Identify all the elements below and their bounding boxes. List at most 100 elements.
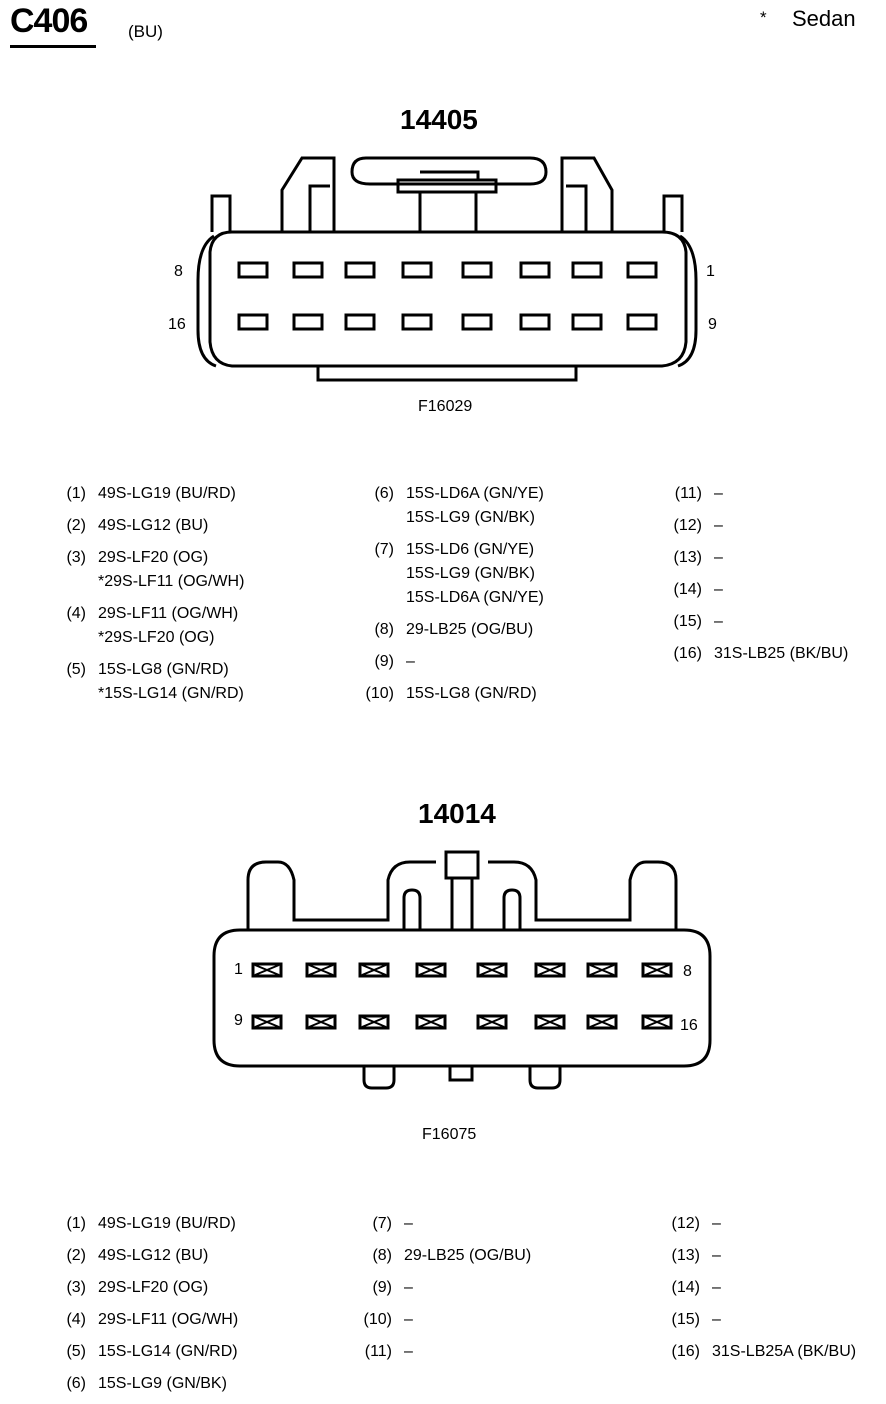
pin-number: (3) bbox=[66, 549, 86, 566]
pin-terminal bbox=[305, 962, 337, 978]
wire-circuit: 15S-LG14 (GN/RD) bbox=[98, 1343, 238, 1360]
pin-terminal bbox=[641, 1014, 673, 1030]
connector-a-left-shroud bbox=[196, 234, 217, 368]
connector-b-figure-id: F16075 bbox=[422, 1126, 477, 1143]
pin-cavity bbox=[344, 261, 376, 279]
pin-number: (10) bbox=[365, 685, 394, 702]
pin-terminal bbox=[251, 962, 283, 978]
pin-number: (4) bbox=[66, 605, 86, 622]
pin-cavity bbox=[461, 261, 493, 279]
wire-circuit: – bbox=[714, 485, 723, 502]
pin-cavity bbox=[626, 313, 658, 331]
pin-cavity bbox=[571, 261, 603, 279]
wire-circuit: – bbox=[714, 613, 723, 630]
wire-circuit: – bbox=[714, 549, 723, 566]
pin-cavity bbox=[237, 313, 269, 331]
wire-circuit: – bbox=[714, 581, 723, 598]
pin-cavity bbox=[344, 313, 376, 331]
pin-cavity bbox=[519, 261, 551, 279]
connector-b-pin-label-top-left: 1 bbox=[234, 961, 243, 978]
pin-number: (8) bbox=[374, 621, 394, 638]
pin-terminal bbox=[358, 1014, 390, 1030]
wire-circuit: *15S-LG14 (GN/RD) bbox=[98, 685, 244, 702]
pin-number: (5) bbox=[66, 661, 86, 678]
wire-circuit: 29S-LF11 (OG/WH) bbox=[98, 605, 239, 622]
pin-number: (12) bbox=[671, 1215, 700, 1232]
pin-terminal bbox=[476, 962, 508, 978]
wire-circuit: – bbox=[404, 1343, 413, 1360]
wire-circuit: 49S-LG19 (BU/RD) bbox=[98, 1215, 236, 1232]
wire-circuit: 31S-LB25A (BK/BU) bbox=[712, 1343, 857, 1360]
connector-b-center-foot bbox=[448, 1066, 474, 1082]
connector-a-bottom-rib bbox=[316, 366, 578, 382]
pin-number: (7) bbox=[372, 1215, 392, 1232]
connector-b-left-foot bbox=[362, 1066, 396, 1090]
pin-terminal bbox=[586, 962, 618, 978]
pin-number: (9) bbox=[374, 653, 394, 670]
connector-id-underline bbox=[10, 45, 96, 48]
pin-number: (2) bbox=[66, 1247, 86, 1264]
connector-a-right-shroud bbox=[677, 234, 698, 368]
wire-circuit: 15S-LG9 (GN/BK) bbox=[406, 509, 535, 526]
connector-b-drawing bbox=[212, 850, 712, 1090]
connector-b-part-number: 14014 bbox=[418, 798, 496, 829]
wire-circuit: – bbox=[406, 653, 415, 670]
connector-b-left-latch bbox=[246, 860, 436, 930]
pin-number: (15) bbox=[671, 1311, 700, 1328]
connector-a-pin-label-bottom-left: 16 bbox=[168, 316, 186, 333]
connector-a-figure-id: F16029 bbox=[418, 398, 473, 415]
pin-number: (6) bbox=[66, 1375, 86, 1392]
pin-number: (9) bbox=[372, 1279, 392, 1296]
wire-circuit: *29S-LF20 (OG) bbox=[98, 629, 215, 646]
wire-circuit: 15S-LD6A (GN/YE) bbox=[406, 589, 544, 606]
wire-circuit: 15S-LG8 (GN/RD) bbox=[406, 685, 537, 702]
wire-circuit: 15S-LG8 (GN/RD) bbox=[98, 661, 229, 678]
pin-cavity bbox=[519, 313, 551, 331]
pin-number: (7) bbox=[374, 541, 394, 558]
footnote-text: Sedan bbox=[792, 6, 856, 31]
pin-number: (1) bbox=[66, 485, 86, 502]
pin-number: (15) bbox=[673, 613, 702, 630]
wire-circuit: – bbox=[404, 1311, 413, 1328]
pin-cavity bbox=[401, 313, 433, 331]
wire-circuit: *29S-LF11 (OG/WH) bbox=[98, 573, 245, 590]
connector-a-right-ear bbox=[662, 194, 684, 232]
pin-number: (12) bbox=[673, 517, 702, 534]
connector-a-left-ear bbox=[210, 194, 232, 232]
connector-a-pin-cavities bbox=[237, 261, 658, 331]
connector-a-pin-label-top-left: 8 bbox=[174, 263, 183, 280]
pin-number: (5) bbox=[66, 1343, 86, 1360]
wire-circuit: – bbox=[714, 517, 723, 534]
footnote-symbol: * bbox=[760, 8, 767, 27]
pin-terminal bbox=[534, 1014, 566, 1030]
pin-number: (13) bbox=[673, 549, 702, 566]
pin-cavity bbox=[292, 313, 324, 331]
connector-b-right-latch bbox=[488, 860, 678, 930]
pin-terminal bbox=[476, 1014, 508, 1030]
connector-a-right-latch bbox=[560, 156, 614, 232]
pin-number: (4) bbox=[66, 1311, 86, 1328]
connector-id: C406 bbox=[10, 2, 88, 40]
connector-a-drawing bbox=[196, 156, 698, 382]
pin-number: (16) bbox=[673, 645, 702, 662]
pin-terminal bbox=[305, 1014, 337, 1030]
connector-a-left-latch bbox=[280, 156, 336, 232]
wire-circuit: 29S-LF20 (OG) bbox=[98, 1279, 209, 1296]
wire-circuit: 29S-LF20 (OG) bbox=[98, 549, 209, 566]
connector-b-pin-label-top-right: 8 bbox=[683, 963, 692, 980]
connector-b-right-foot bbox=[528, 1066, 562, 1090]
wire-circuit: 15S-LG9 (GN/BK) bbox=[98, 1375, 227, 1392]
connector-a-pin-label-top-right: 1 bbox=[706, 263, 715, 280]
pin-number: (2) bbox=[66, 517, 86, 534]
pin-terminal bbox=[534, 962, 566, 978]
wire-circuit: 29-LB25 (OG/BU) bbox=[406, 621, 534, 638]
pin-number: (6) bbox=[374, 485, 394, 502]
pin-cavity bbox=[571, 313, 603, 331]
connector-b-pin-cavities bbox=[251, 962, 673, 1030]
pin-number: (16) bbox=[671, 1343, 700, 1360]
wire-circuit: 49S-LG19 (BU/RD) bbox=[98, 485, 236, 502]
wire-circuit: – bbox=[404, 1279, 413, 1296]
pin-terminal bbox=[641, 962, 673, 978]
wire-circuit: – bbox=[712, 1215, 721, 1232]
